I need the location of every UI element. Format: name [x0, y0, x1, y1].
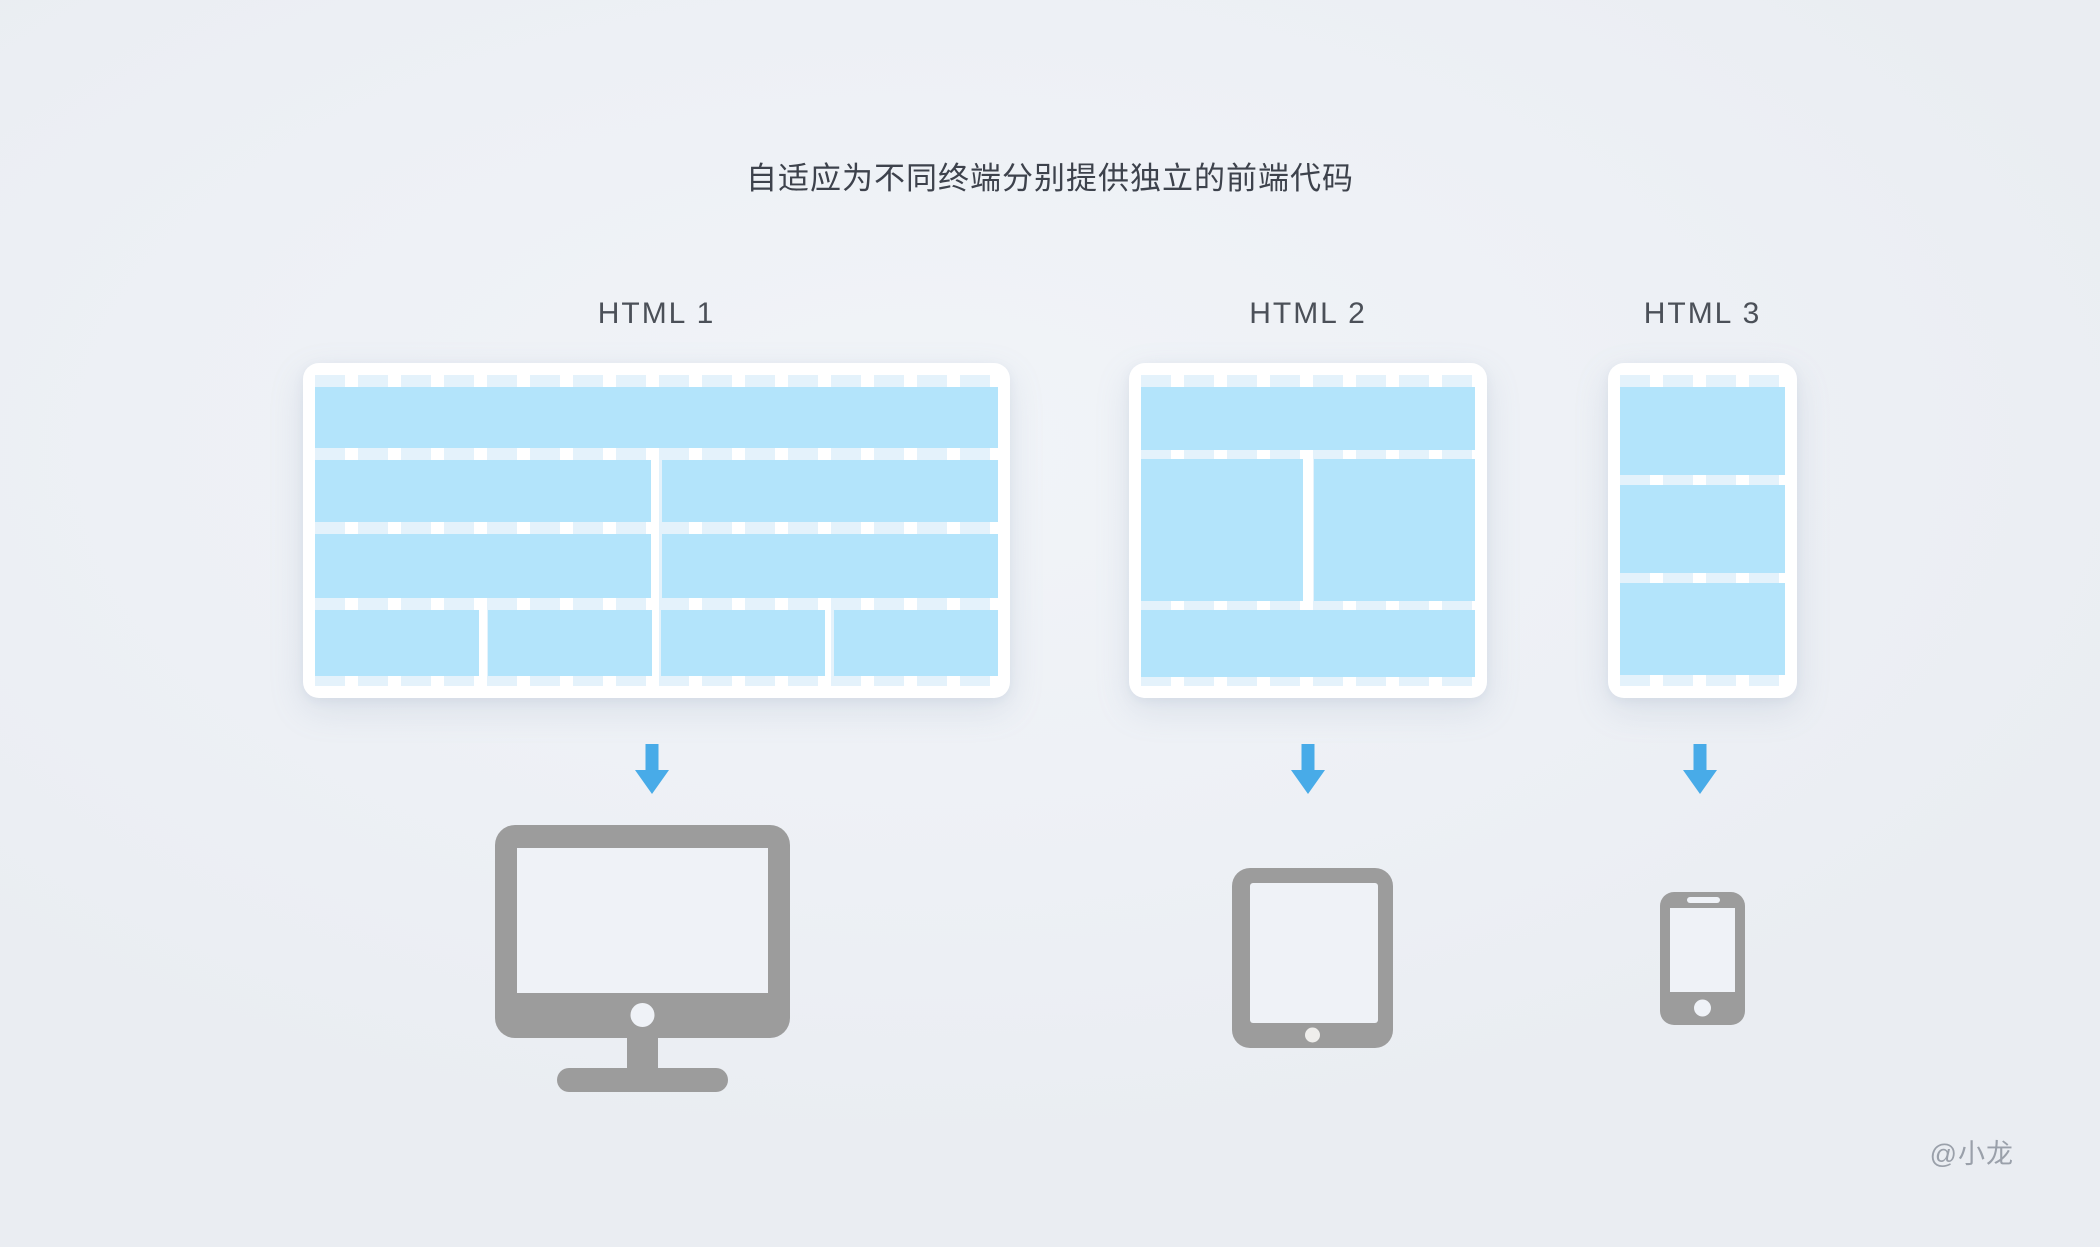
wireframe-block — [661, 610, 825, 676]
label-html1: HTML 1 — [597, 297, 716, 330]
wireframe-card-html1 — [303, 363, 1010, 698]
diagram-title: 自适应为不同终端分别提供独立的前端代码 — [746, 161, 1354, 196]
desktop-monitor-icon — [495, 825, 790, 1092]
wireframe-row — [1141, 459, 1475, 601]
label-html2: HTML 2 — [1249, 297, 1367, 330]
wireframe-card-html3 — [1608, 363, 1797, 698]
wireframe-row — [315, 460, 998, 522]
wireframe-block — [1620, 485, 1785, 573]
wireframe-block — [315, 534, 651, 598]
wireframe-block — [662, 460, 998, 522]
wireframe-block — [1620, 387, 1785, 475]
wireframe-row — [315, 387, 998, 448]
wireframe-grid-html1 — [315, 375, 998, 686]
down-arrow-icon — [1683, 744, 1717, 794]
wireframe-block — [662, 534, 998, 598]
wireframe-row — [315, 534, 998, 598]
label-html3: HTML 3 — [1643, 297, 1762, 330]
wireframe-block — [315, 460, 651, 522]
wireframe-row — [1620, 583, 1785, 675]
wireframe-block — [834, 610, 998, 676]
wireframe-row — [1620, 485, 1785, 573]
wireframe-block — [315, 610, 479, 676]
down-arrow-icon — [1291, 744, 1325, 794]
wireframe-block — [1141, 387, 1475, 450]
wireframe-block — [315, 387, 998, 448]
wireframe-block — [1141, 610, 1475, 677]
wireframe-row — [1141, 610, 1475, 677]
wireframe-block — [1141, 459, 1303, 601]
wireframe-row — [1141, 387, 1475, 450]
wireframe-grid-html3 — [1620, 375, 1785, 686]
wireframe-block — [1620, 583, 1785, 675]
wireframe-block — [1313, 459, 1475, 601]
wireframe-grid-html2 — [1141, 375, 1475, 686]
wireframe-block — [488, 610, 652, 676]
wireframe-row — [1620, 387, 1785, 475]
tablet-icon — [1232, 868, 1393, 1048]
watermark: @小龙 — [1929, 1139, 2014, 1169]
wireframe-card-html2 — [1129, 363, 1487, 698]
smartphone-icon — [1660, 892, 1745, 1025]
wireframe-row — [315, 610, 998, 676]
down-arrow-icon — [635, 744, 669, 794]
